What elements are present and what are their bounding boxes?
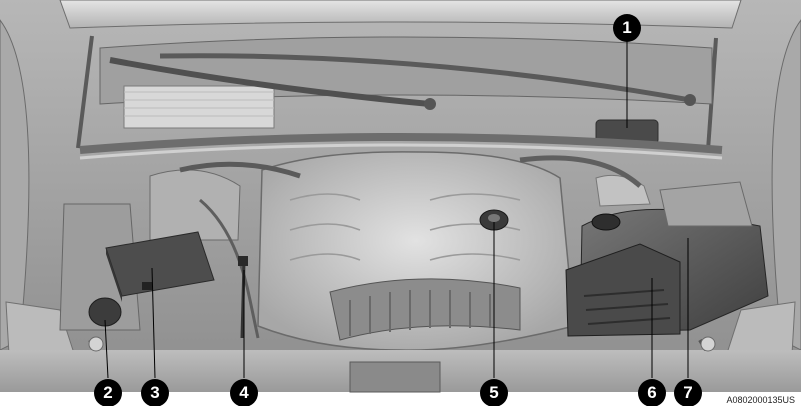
callout-4: 4 (230, 379, 258, 406)
callout-5: 5 (480, 379, 508, 406)
callout-7: 7 (674, 379, 702, 406)
figure-id: A0802000135US (726, 395, 795, 405)
callout-3: 3 (141, 379, 169, 406)
callout-2: 2 (94, 379, 122, 406)
callout-6: 6 (638, 379, 666, 406)
callout-1: 1 (613, 14, 641, 42)
